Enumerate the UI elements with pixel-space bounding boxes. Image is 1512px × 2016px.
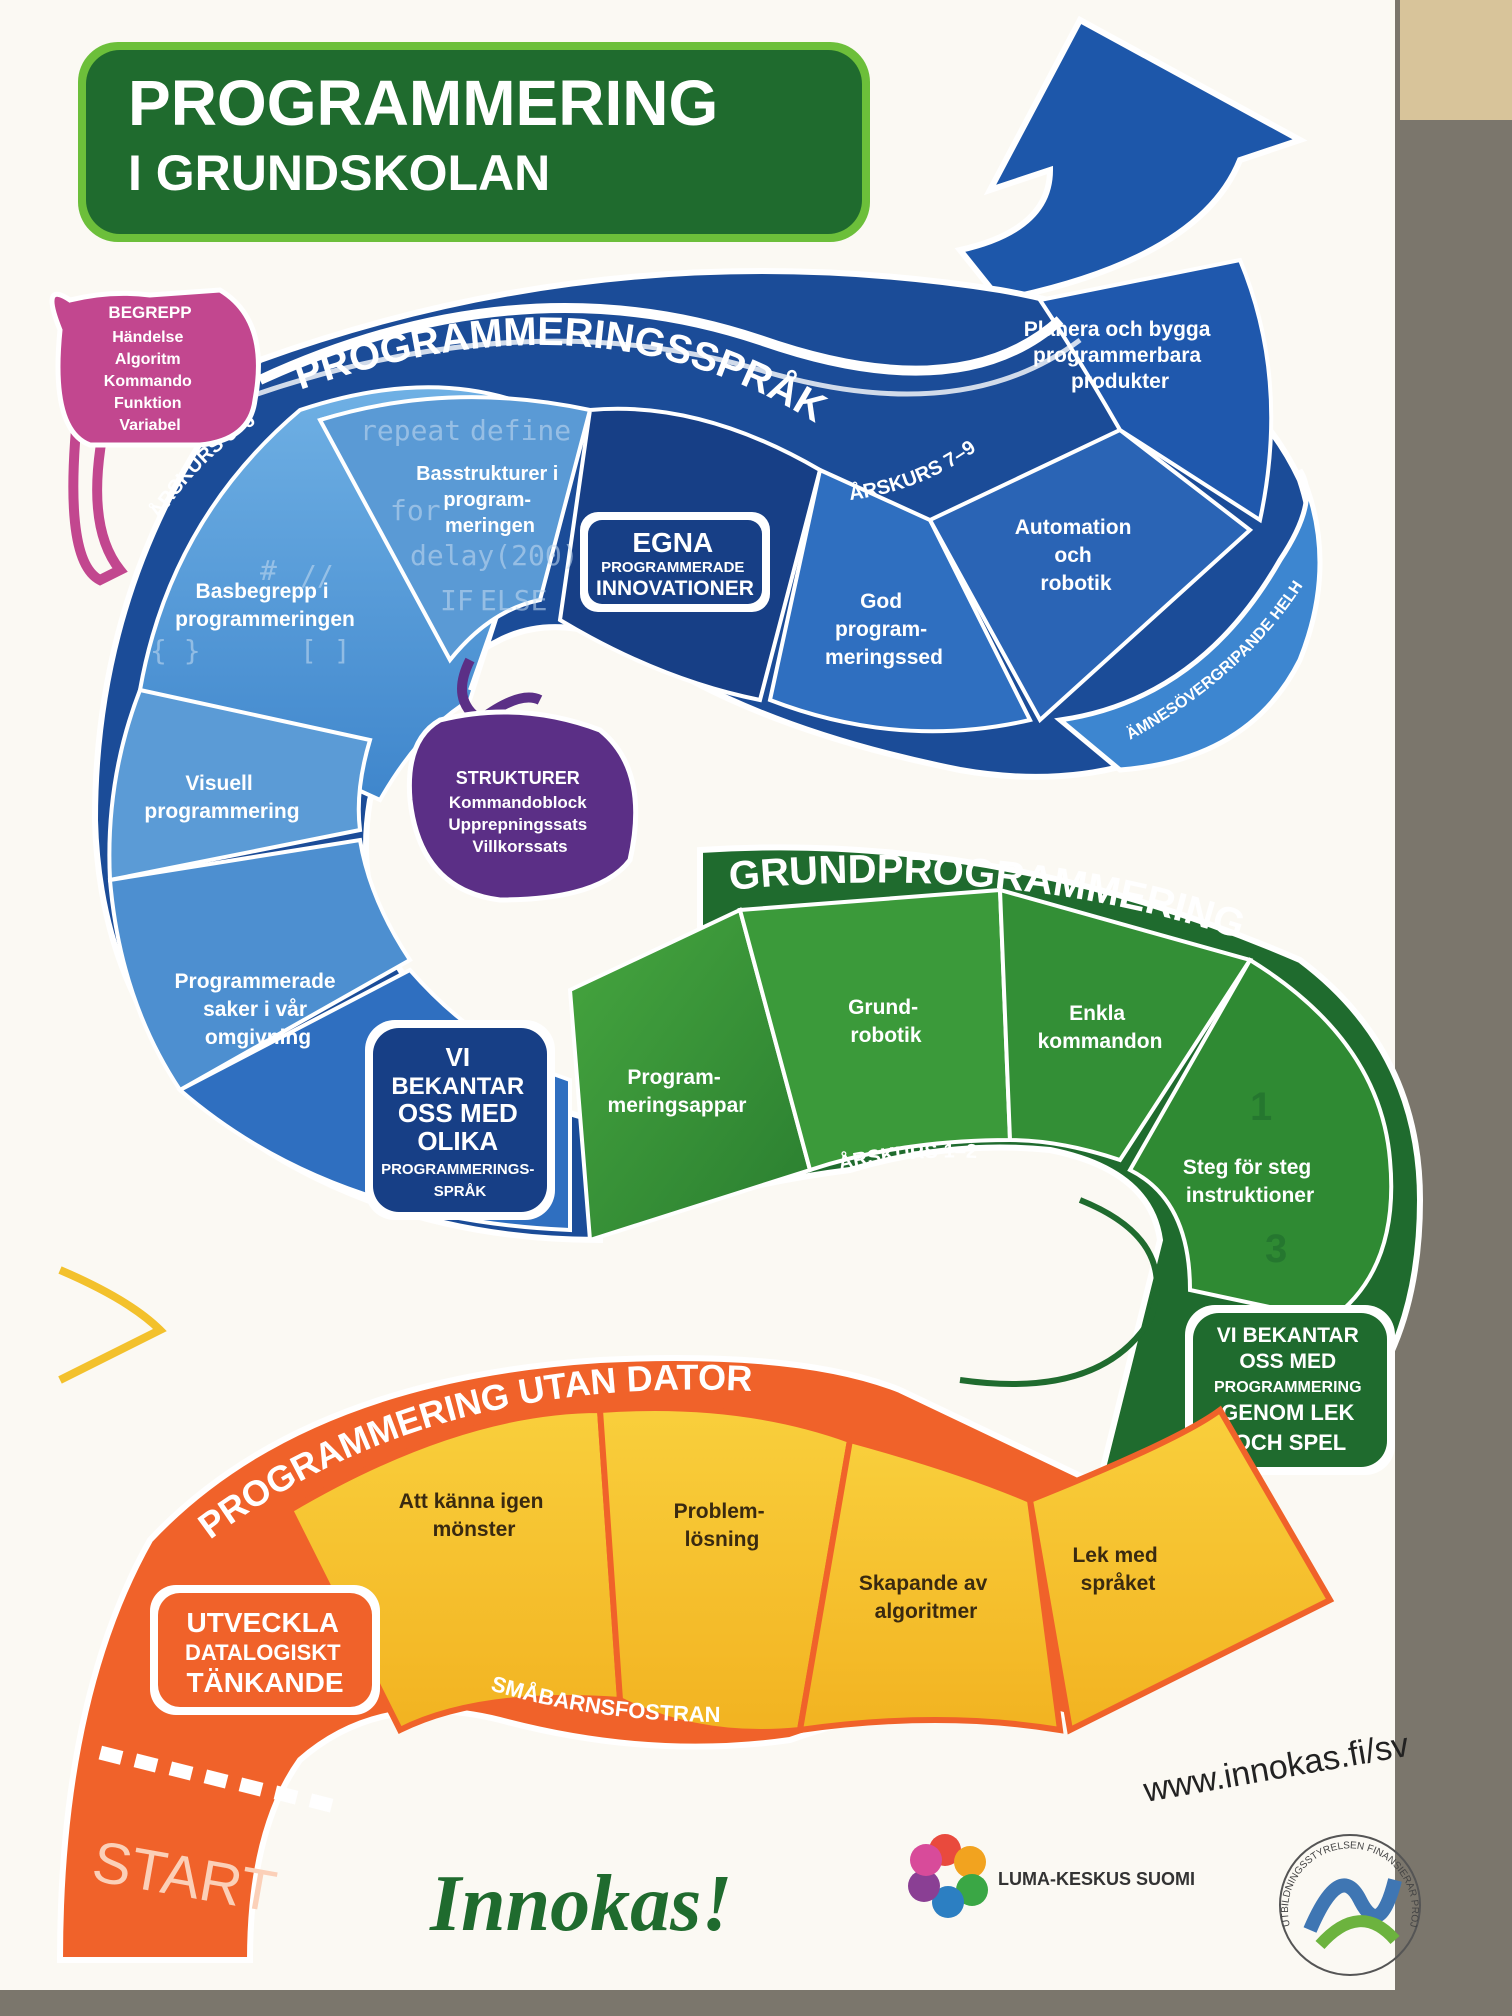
label-monster: Att känna igen mönster [399,1490,550,1541]
label-planera: Planera och bygga programmerbara produkt… [1024,318,1217,393]
start-dashes [98,1745,334,1813]
title-line1: PROGRAMMERING [128,67,718,139]
svg-text:VI BEKANTAR OSS MED: VI BEKANTAR OSS MED PROGRAMMERING GENOM … [1214,1324,1366,1455]
luma-text: LUMA-KESKUS SUOMI [998,1869,1195,1889]
strukturer-bubble: STRUKTURER Kommandoblock Upprepningssats… [406,657,639,903]
svg-text:repeat: repeat [360,414,461,447]
title-line2: I GRUNDSKOLAN [128,145,550,201]
segment-robotik [737,887,1013,1173]
badge-egna: EGNA PROGRAMMERADE INNOVATIONER [580,512,770,612]
label-sed: God program- meringssed [825,590,943,669]
code-words: repeat define for delay(200) IF ELSE # /… [150,414,579,667]
label-visuell: Visuell programmering [144,772,299,823]
progress-arrow [954,15,1308,304]
label-lek: Lek med språket [1072,1544,1163,1595]
segment-automation [927,427,1254,724]
svg-text:EGNA PROGRAMMERADE: EGNA PROGRAMMERADE INNOVATIONER [596,527,754,600]
segment-steg [1127,957,1394,1323]
svg-text:[ ]: [ ] [300,634,351,667]
luma-logo: LUMA-KESKUS SUOMI [908,1834,1195,1918]
label-robotik: Grund- robotik [848,996,924,1047]
table-edge [1400,0,1512,120]
svg-text:VI BEKANTAR OS: VI BEKANTAR OSS MED OLIKA PROGRAMMERINGS… [381,1042,539,1200]
svg-text://: // [300,559,334,592]
badge-lek-spel: VI BEKANTAR OSS MED PROGRAMMERING GENOM … [1185,1305,1395,1475]
svg-text:UTVECKLA DATALOGISKT: UTVECKLA DATALOGISKT TÄNKANDE [185,1607,345,1698]
svg-text:ELSE: ELSE [480,584,547,617]
svg-text:#: # [260,554,277,587]
title-banner: PROGRAMMERING I GRUNDSKOLAN [78,42,870,242]
segment-basstrukturer [317,395,593,664]
segment-algoritmer [796,1436,1064,1734]
segment-kommandon [997,887,1254,1163]
svg-text:delay(200): delay(200) [410,539,579,572]
label-steg: Steg för steg instruktioner [1183,1156,1317,1207]
svg-text:define: define [470,414,571,447]
label-problem: Problem- lösning [674,1500,771,1551]
svg-text:IF: IF [440,584,474,617]
label-basbegrepp: Basbegrepp i programmeringen [175,580,355,631]
strukturer-text: STRUKTURER Kommandoblock Upprepningssats… [448,768,591,856]
begrepp-bubble: BEGREPP Händelse Algoritm Kommando Funkt… [49,287,261,586]
utan-section: PROGRAMMERING UTAN DATOR SMÅBARNSFOSTRAN… [56,1355,1335,1963]
innokas-logo: Innokas! [429,1860,732,1948]
begrepp-items: Händelse Algoritm Kommando Funktion Vari… [104,329,196,434]
step-number-3: 3 [1265,1227,1287,1271]
segment-sed [767,467,1033,734]
yellow-arrow [58,1266,167,1384]
badge-olika: VI BEKANTAR OSS MED OLIKA PROGRAMMERINGS… [365,1020,555,1220]
svg-text:{ }: { } [150,634,201,667]
label-automation: Automation och robotik [1015,516,1138,595]
grund-section: GRUNDPROGRAMMERING ÅRSKURS 1–2 Program- … [567,844,1424,1486]
label-kommandon: Enkla kommandon [1038,1002,1163,1053]
begrepp-heading: BEGREPP [108,303,191,322]
swirl [959,1197,1160,1387]
ribbon-top [257,303,1064,385]
label-basstrukturer: Basstrukturer i program- meringen [416,463,564,537]
label-saker: Programmerade saker i vår omgivning [175,970,342,1049]
svg-text:for: for [390,494,441,527]
label-appar: Program- meringsappar [608,1066,747,1117]
fin-amnesovergripande [1054,468,1323,773]
segment-lek [1026,1405,1335,1735]
step-number-1: 1 [1250,1085,1272,1129]
badge-datalogiskt: UTVECKLA DATALOGISKT TÄNKANDE [150,1585,380,1715]
label-algoritmer: Skapande av algoritmer [859,1572,993,1623]
